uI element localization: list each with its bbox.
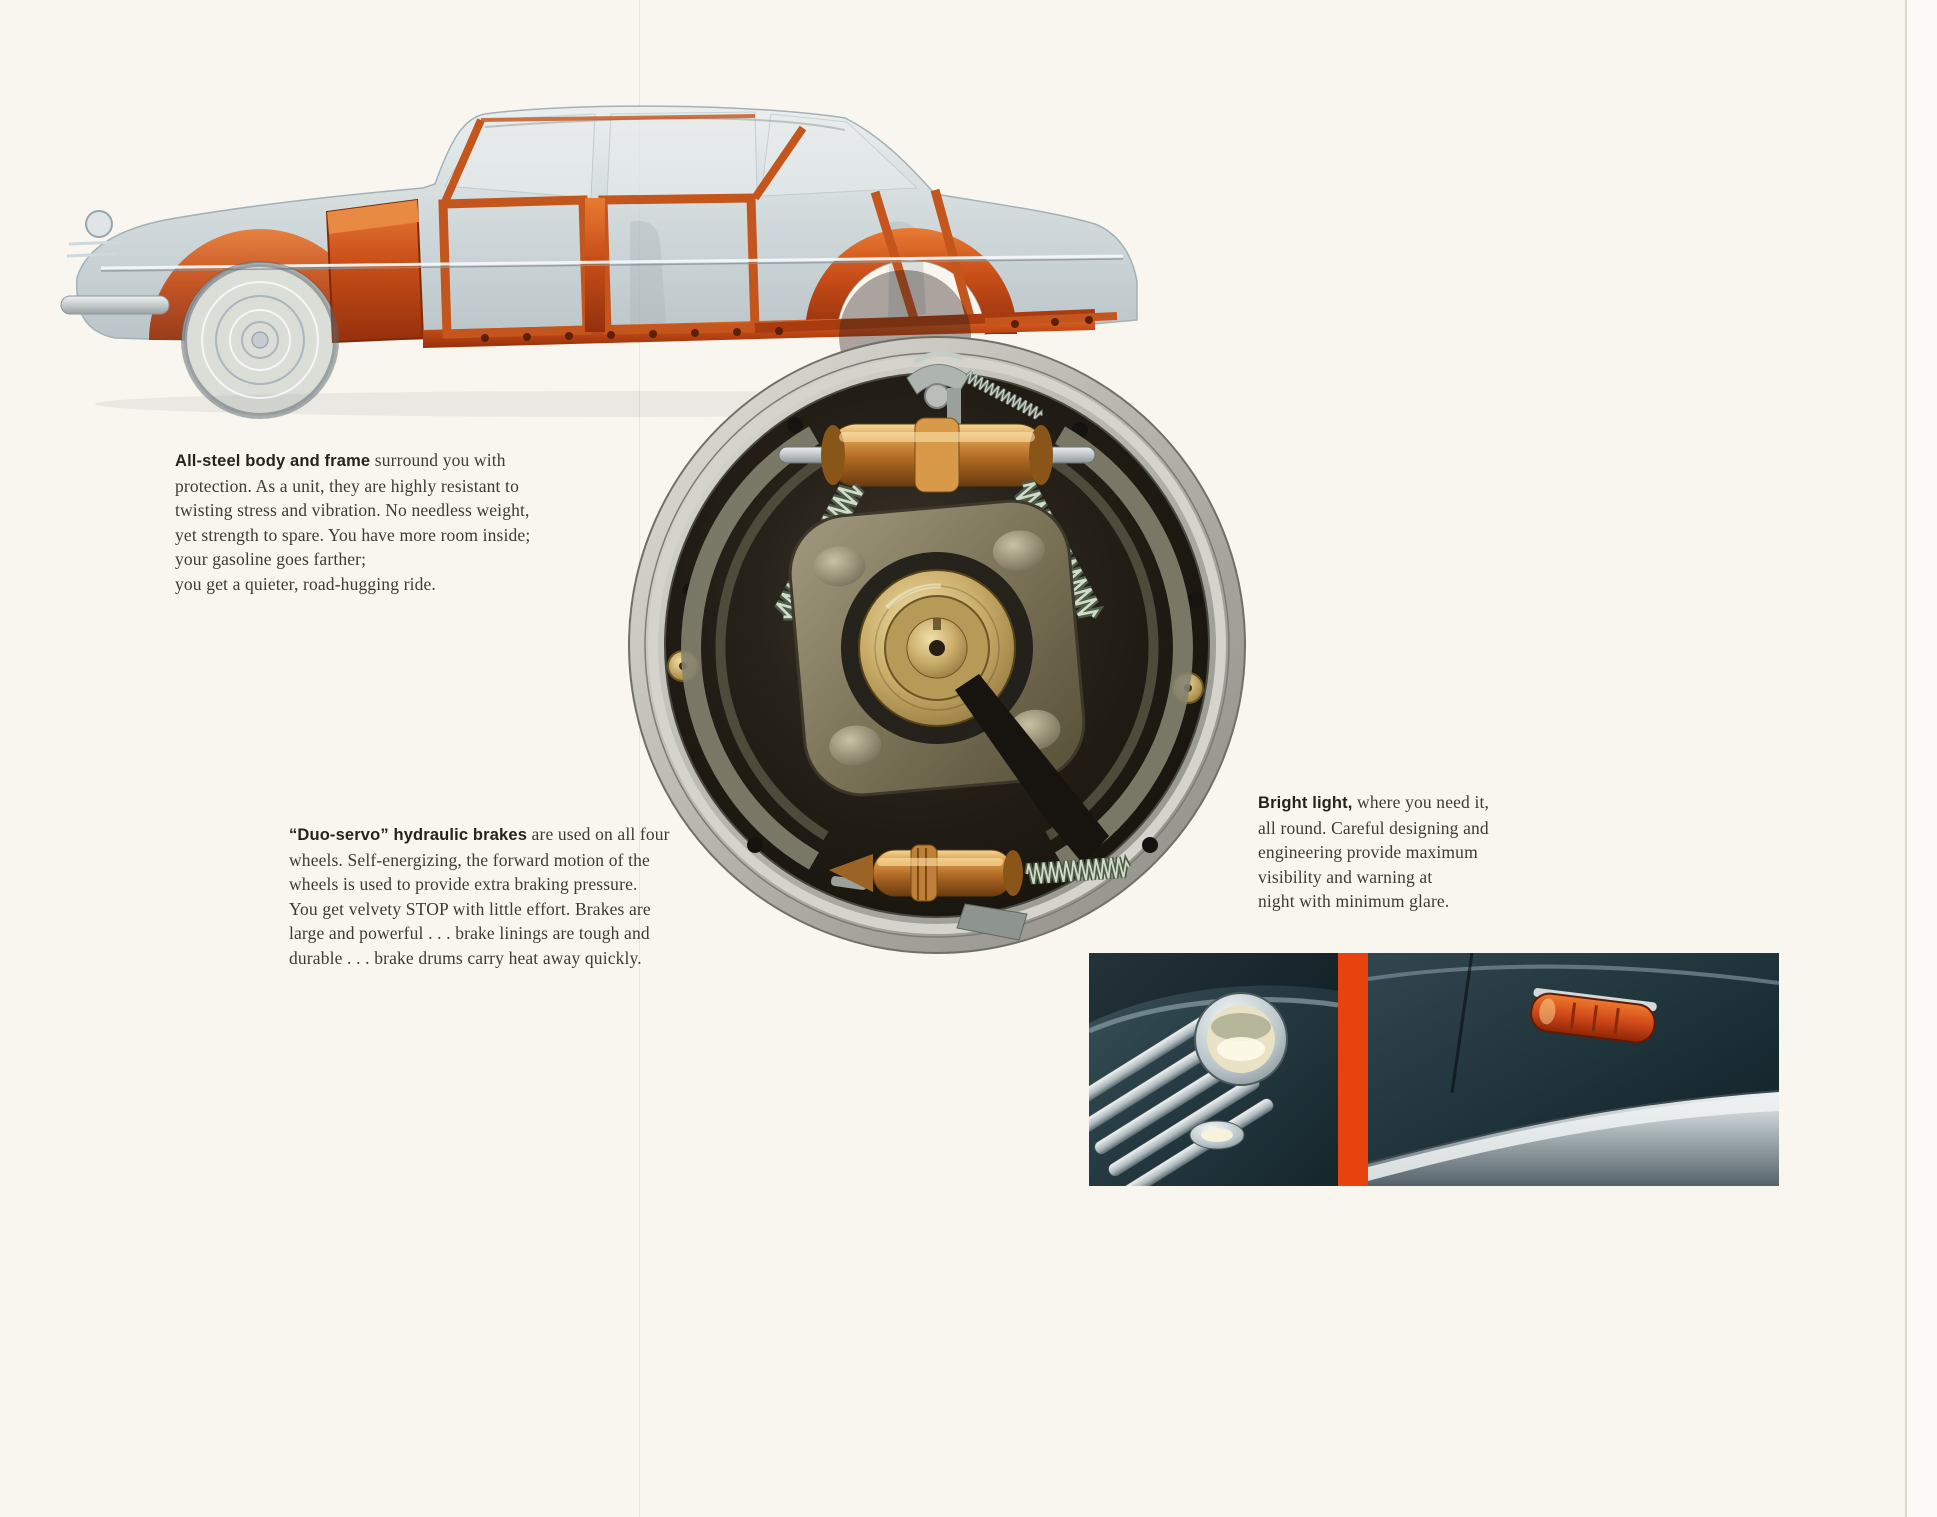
caption-lead: “Duo-servo” hydraulic brakes	[289, 826, 528, 844]
scan-page-edge	[1905, 0, 1907, 1517]
grille-bars	[1089, 1010, 1274, 1186]
car-front-wheel	[181, 261, 339, 419]
lights-photo-pair	[1089, 953, 1779, 1186]
caption-line: Bright light, where you need it,	[1258, 790, 1489, 816]
fender-highlight	[1368, 964, 1779, 985]
caption-bright-light: Bright light, where you need it, all rou…	[1258, 790, 1489, 914]
parking-brake-lever	[955, 674, 1109, 864]
headlight	[1194, 992, 1288, 1086]
caption-line: durable . . . brake drums carry heat awa…	[289, 947, 642, 968]
orange-divider-stripe	[1338, 953, 1368, 1186]
scan-margin-strip	[1907, 0, 1937, 1517]
caption-line: All-steel body and frame surround you wi…	[175, 448, 530, 474]
caption-line: protection. As a unit, they are highly r…	[175, 475, 519, 496]
star-wheel-adjuster	[829, 844, 1028, 941]
taillight-photo	[1368, 953, 1779, 1186]
car-cutaway-illustration	[60, 105, 1138, 419]
caption-lead: All-steel body and frame	[175, 452, 371, 470]
caption-line: large and powerful . . . brake linings a…	[289, 923, 650, 943]
caption-line: you get a quieter, road-hugging ride.	[175, 573, 436, 594]
caption-body-frame: All-steel body and frame surround you wi…	[175, 448, 530, 596]
parking-light	[1189, 1120, 1245, 1150]
brake-shoes	[681, 426, 1193, 870]
caption-text: are used on all four	[527, 824, 670, 844]
hood-highlight	[1089, 997, 1338, 1034]
caption-line: You get velvety STOP with little effort.…	[289, 898, 651, 919]
caption-line: wheels is used to provide extra braking …	[289, 874, 638, 894]
panel-seam	[1450, 953, 1474, 1094]
caption-lead: Bright light,	[1258, 794, 1353, 812]
hood-shadow	[1089, 953, 1338, 1023]
caption-line: all round. Careful designing and	[1258, 817, 1489, 838]
caption-line: twisting stress and vibration. No needle…	[175, 500, 530, 520]
caption-brakes: “Duo-servo” hydraulic brakes are used on…	[289, 822, 670, 970]
caption-line: engineering provide maximum	[1258, 842, 1478, 862]
brake-drum-illustration	[628, 336, 1246, 954]
caption-line: visibility and warning at	[1258, 866, 1433, 887]
chrome-bumper	[1368, 1090, 1779, 1186]
headlight-photo	[1089, 953, 1338, 1186]
caption-line: wheels. Self-energizing, the forward mot…	[289, 849, 650, 870]
caption-line: night with minimum glare.	[1258, 891, 1450, 911]
taillight	[1530, 988, 1657, 1044]
caption-line: your gasoline goes farther;	[175, 549, 367, 569]
anchor-bracket	[906, 351, 1046, 430]
caption-line: yet strength to spare. You have more roo…	[175, 524, 531, 545]
caption-line: “Duo-servo” hydraulic brakes are used on…	[289, 822, 670, 848]
wheel-cylinder	[778, 417, 1096, 493]
caption-text: where you need it,	[1352, 792, 1489, 812]
caption-text: surround you with	[370, 450, 506, 470]
page-fold-line	[639, 0, 640, 1517]
car-steel-frame	[149, 114, 1118, 348]
